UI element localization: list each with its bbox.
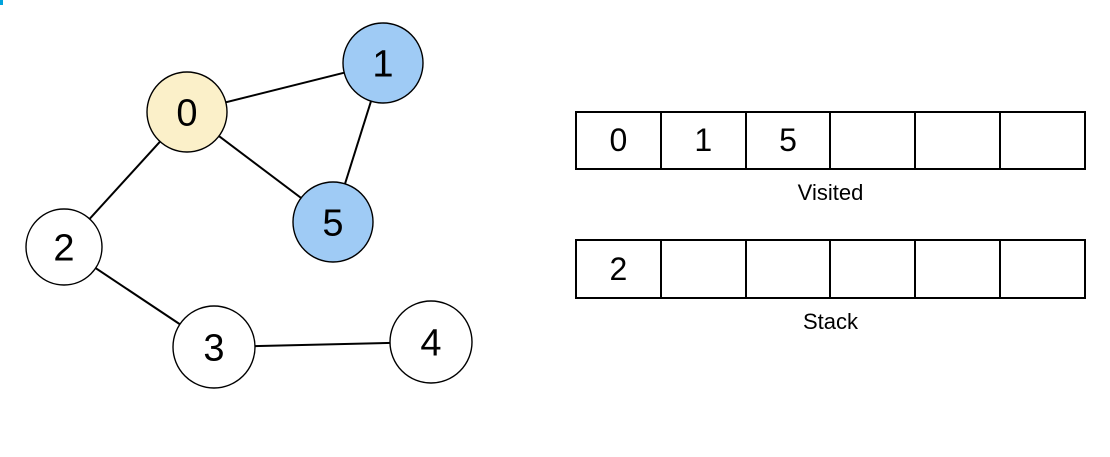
visited-label: Visited: [797, 180, 864, 205]
graph-node-0: [146, 71, 228, 153]
graph-node-5: [292, 181, 374, 263]
stack-cell-2: [744, 241, 830, 297]
graph-node-label-2: 2: [53, 228, 74, 270]
graph-node-2: [25, 208, 103, 286]
visited-cell-3: [829, 113, 914, 168]
graph-node-label-1: 1: [372, 44, 393, 86]
graph-canvas: 0 1 2 3 4 5: [25, 22, 473, 389]
graph-node-3: [172, 305, 256, 389]
stack-cell-0: 2: [609, 250, 628, 287]
graph-node-label-3: 3: [203, 328, 224, 370]
corner-artifact-dot: [0, 0, 3, 5]
visited-cell-2: 5: [744, 113, 830, 168]
graph-node-label-5: 5: [322, 203, 343, 245]
visited-cell-1: 1: [659, 113, 745, 168]
visited-cell-0: 0: [609, 122, 628, 158]
graph-node-label-0: 0: [176, 93, 197, 135]
stack-array: 2: [575, 239, 1086, 299]
stack-cell-3: [829, 241, 914, 297]
graph-node-4: [389, 300, 473, 384]
visited-array: 0 1 5: [575, 111, 1086, 170]
graph-node-label-4: 4: [420, 323, 441, 365]
stack-cell-1: [659, 241, 745, 297]
stack-label: Stack: [802, 309, 859, 334]
graph-node-1: [342, 22, 424, 104]
visited-cell-4: [914, 113, 999, 168]
stack-array-block: 2 Stack: [575, 239, 1086, 335]
visited-array-block: 0 1 5 Visited: [575, 111, 1086, 206]
visited-cell-5: [999, 113, 1084, 168]
stack-cell-5: [999, 241, 1084, 297]
stack-cell-4: [914, 241, 999, 297]
